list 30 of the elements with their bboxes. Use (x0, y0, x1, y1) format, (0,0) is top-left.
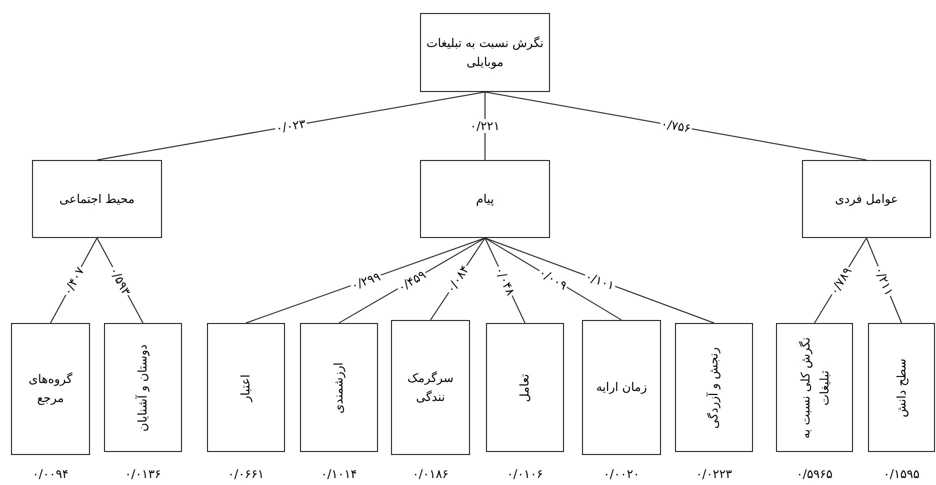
box-label: سرگرمک نندگی (406, 370, 455, 406)
box-label: پیام (476, 190, 494, 208)
box (391, 320, 470, 455)
box (486, 323, 564, 452)
connector-line (484, 92, 867, 160)
box (802, 160, 931, 238)
box (420, 13, 550, 92)
box (868, 323, 935, 452)
box (104, 323, 182, 452)
box-label: نگرش کلی نسبت به تبلیغات (796, 336, 832, 440)
box (300, 323, 378, 452)
box-label: عوامل فردی (834, 190, 898, 208)
box-label: تعامل (516, 372, 533, 404)
box-label: دوستان و آشنایان (134, 342, 151, 434)
box (420, 160, 550, 238)
box (11, 323, 90, 455)
box-label: اعتبار (238, 372, 254, 404)
box-label: گروه‌های مرجع (28, 371, 74, 407)
box-label: سطح دانش (893, 357, 910, 419)
box-label: ارزشمندی (330, 360, 347, 416)
box (207, 323, 285, 452)
box (776, 323, 853, 452)
box (32, 160, 162, 238)
box (582, 320, 661, 455)
box-label: زمان ارایه (596, 379, 647, 396)
box (675, 323, 753, 452)
connector-line (96, 92, 486, 160)
box-label: رنجش و آزردگی (706, 346, 722, 430)
box-label: نگرش نسبت به تبلیغات موبایلی (426, 34, 544, 71)
box-label: محیط اجتماعی (59, 190, 135, 208)
